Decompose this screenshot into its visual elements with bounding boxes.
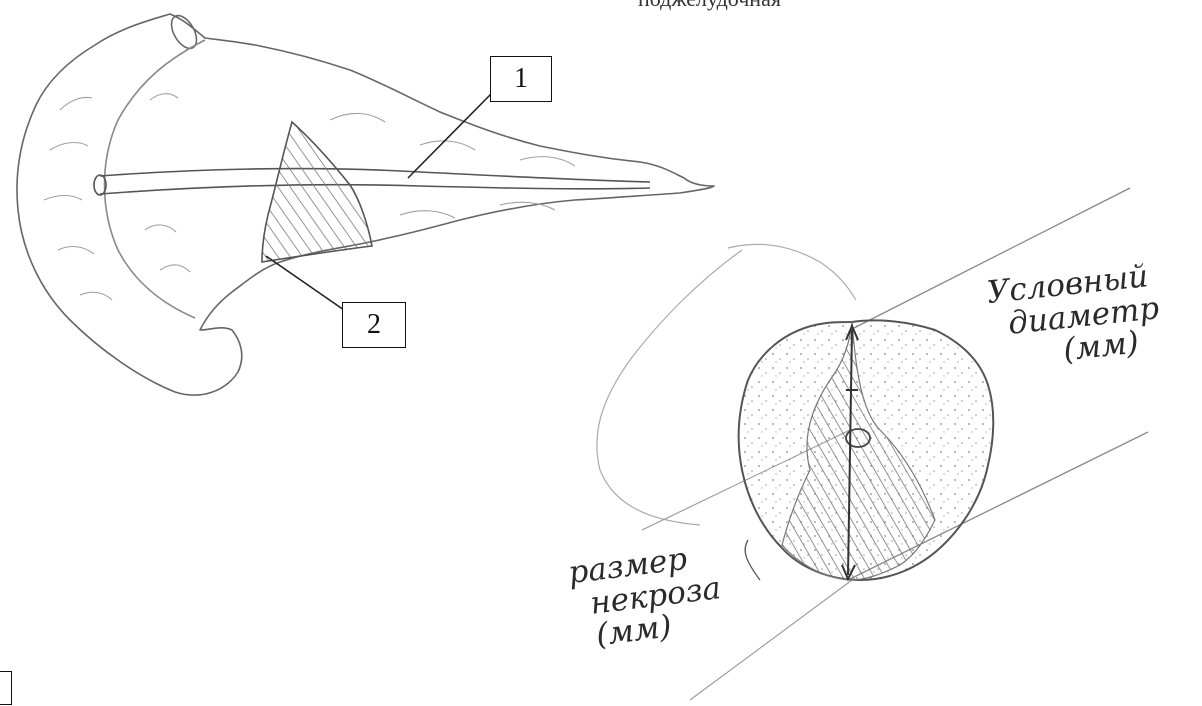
diameter-annotation: Условный диаметр (мм) — [985, 259, 1164, 374]
callout-box-1: 1 — [490, 56, 552, 102]
leader-line-1 — [408, 93, 492, 178]
leader-line-2 — [266, 256, 344, 310]
callout-label-2: 2 — [367, 309, 381, 341]
bile-duct-top — [166, 11, 201, 52]
partial-callout-box — [0, 671, 12, 705]
pancreatic-duct — [100, 169, 650, 182]
callout-box-2: 2 — [342, 302, 406, 348]
necrosis-annotation: размер некроза (мм) — [567, 539, 727, 654]
head-inner-curve — [105, 40, 206, 318]
necrosis-zone-pancreas — [262, 122, 372, 262]
callout-label-1: 1 — [514, 63, 528, 95]
leader-necrosis — [745, 540, 760, 580]
